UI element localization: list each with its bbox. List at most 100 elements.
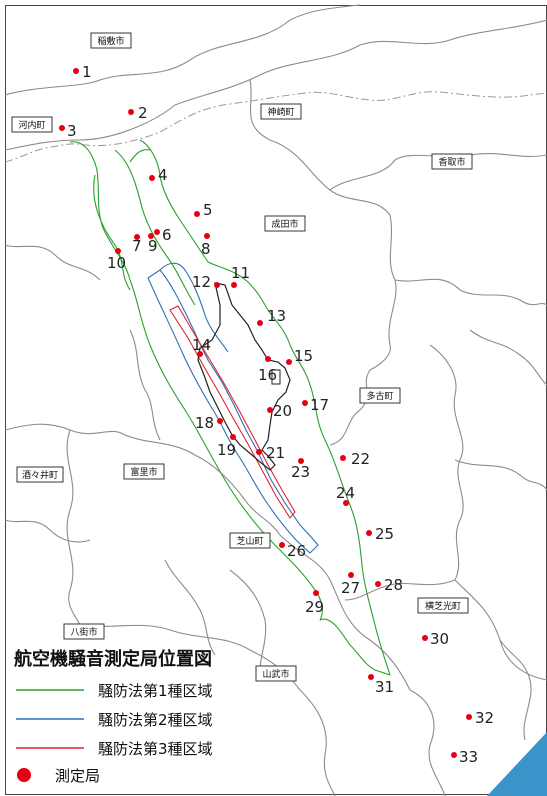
svg-text:24: 24 bbox=[336, 484, 355, 502]
station-5[interactable]: 5 bbox=[194, 201, 213, 219]
station-27[interactable]: 27 bbox=[341, 572, 360, 597]
station-3[interactable]: 3 bbox=[59, 122, 77, 140]
zone-1-boundary bbox=[69, 139, 391, 676]
svg-text:3: 3 bbox=[67, 122, 77, 140]
svg-text:稲敷市: 稲敷市 bbox=[97, 35, 124, 47]
svg-text:2: 2 bbox=[138, 104, 148, 122]
station-12[interactable]: 12 bbox=[192, 273, 220, 291]
svg-text:富里市: 富里市 bbox=[130, 466, 157, 478]
svg-text:酒々井町: 酒々井町 bbox=[22, 469, 58, 481]
svg-text:30: 30 bbox=[430, 630, 449, 648]
svg-text:27: 27 bbox=[341, 579, 360, 597]
svg-text:1: 1 bbox=[82, 63, 92, 81]
svg-text:多古町: 多古町 bbox=[366, 390, 393, 402]
svg-text:21: 21 bbox=[266, 444, 285, 462]
station-10[interactable]: 10 bbox=[107, 248, 126, 272]
svg-text:6: 6 bbox=[162, 226, 172, 244]
muni-narita: 成田市 bbox=[264, 215, 306, 232]
municipality-labels: 稲敷市 神崎町 河内町 香取市 成田市 多古町 酒々井町 富里市 芝山町 八街市… bbox=[11, 32, 473, 682]
station-16[interactable]: 16 bbox=[258, 356, 277, 384]
svg-text:26: 26 bbox=[287, 542, 306, 560]
station-30[interactable]: 30 bbox=[422, 630, 449, 648]
station-32[interactable]: 32 bbox=[466, 709, 494, 727]
svg-text:18: 18 bbox=[195, 414, 214, 432]
svg-text:12: 12 bbox=[192, 273, 211, 291]
legend-item-zone-3: 騒防法第3種区域 bbox=[16, 740, 213, 758]
muni-yachimata: 八街市 bbox=[63, 623, 105, 640]
svg-text:騒防法第1種区域: 騒防法第1種区域 bbox=[98, 682, 213, 700]
municipal-boundaries bbox=[4, 4, 547, 796]
svg-text:13: 13 bbox=[267, 307, 286, 325]
svg-text:4: 4 bbox=[158, 166, 168, 184]
station-25[interactable]: 25 bbox=[366, 525, 394, 543]
station-23[interactable]: 23 bbox=[291, 458, 310, 481]
svg-text:八街市: 八街市 bbox=[70, 626, 97, 638]
svg-text:25: 25 bbox=[375, 525, 394, 543]
station-8[interactable]: 8 bbox=[201, 233, 211, 258]
station-24[interactable]: 24 bbox=[336, 484, 355, 506]
corner-triangle bbox=[487, 732, 547, 796]
station-29[interactable]: 29 bbox=[305, 590, 324, 616]
svg-text:19: 19 bbox=[217, 441, 236, 459]
station-7[interactable]: 7 bbox=[132, 234, 142, 255]
station-6[interactable]: 6 bbox=[154, 226, 172, 244]
muni-inashiki: 稲敷市 bbox=[90, 32, 132, 49]
svg-text:28: 28 bbox=[384, 576, 403, 594]
muni-kozaki: 神崎町 bbox=[260, 103, 302, 120]
muni-shisui: 酒々井町 bbox=[16, 466, 64, 483]
muni-shibayama: 芝山町 bbox=[229, 532, 271, 549]
station-17[interactable]: 17 bbox=[302, 396, 329, 414]
station-13[interactable]: 13 bbox=[257, 307, 286, 326]
svg-text:香取市: 香取市 bbox=[438, 156, 465, 168]
muni-sammu: 山武市 bbox=[255, 665, 297, 682]
station-9[interactable]: 9 bbox=[148, 233, 158, 255]
svg-text:河内町: 河内町 bbox=[18, 119, 45, 131]
svg-text:5: 5 bbox=[203, 201, 213, 219]
station-22[interactable]: 22 bbox=[340, 450, 370, 468]
legend-title: 航空機騒音測定局位置図 bbox=[14, 648, 212, 670]
station-4[interactable]: 4 bbox=[149, 166, 168, 184]
svg-text:15: 15 bbox=[294, 347, 313, 365]
svg-text:測定局: 測定局 bbox=[55, 767, 100, 785]
svg-text:神崎町: 神崎町 bbox=[267, 106, 294, 118]
muni-kawachi: 河内町 bbox=[11, 116, 53, 133]
muni-yokoshibahikari: 横芝光町 bbox=[417, 597, 469, 614]
svg-text:22: 22 bbox=[351, 450, 370, 468]
airport-building bbox=[271, 369, 281, 385]
station-18[interactable]: 18 bbox=[195, 414, 223, 432]
station-11[interactable]: 11 bbox=[231, 264, 250, 288]
svg-text:横芝光町: 横芝光町 bbox=[425, 600, 461, 612]
muni-katori: 香取市 bbox=[431, 153, 473, 170]
station-15[interactable]: 15 bbox=[286, 347, 313, 365]
svg-text:8: 8 bbox=[201, 240, 211, 258]
station-19[interactable]: 19 bbox=[217, 434, 236, 459]
prefecture-boundary bbox=[4, 91, 547, 163]
legend-item-station: 測定局 bbox=[17, 767, 100, 785]
svg-text:成田市: 成田市 bbox=[271, 218, 298, 230]
svg-text:32: 32 bbox=[475, 709, 494, 727]
svg-text:16: 16 bbox=[258, 366, 277, 384]
station-33[interactable]: 33 bbox=[451, 748, 478, 766]
svg-text:7: 7 bbox=[132, 237, 142, 255]
station-31[interactable]: 31 bbox=[368, 674, 394, 696]
station-21[interactable]: 21 bbox=[256, 444, 285, 462]
station-2[interactable]: 2 bbox=[128, 104, 148, 122]
muni-tomisato: 富里市 bbox=[123, 463, 165, 480]
svg-text:33: 33 bbox=[459, 748, 478, 766]
legend-item-zone-1: 騒防法第1種区域 bbox=[16, 682, 213, 700]
svg-text:31: 31 bbox=[375, 678, 394, 696]
svg-text:騒防法第3種区域: 騒防法第3種区域 bbox=[98, 740, 213, 758]
airport-boundary bbox=[197, 282, 291, 471]
svg-text:11: 11 bbox=[231, 264, 250, 282]
station-1[interactable]: 1 bbox=[73, 63, 92, 81]
svg-text:10: 10 bbox=[107, 254, 126, 272]
svg-text:23: 23 bbox=[291, 463, 310, 481]
station-14[interactable]: 14 bbox=[192, 336, 211, 357]
station-26[interactable]: 26 bbox=[279, 542, 306, 560]
svg-text:山武市: 山武市 bbox=[262, 668, 289, 680]
station-28[interactable]: 28 bbox=[375, 576, 403, 594]
station-20[interactable]: 20 bbox=[267, 402, 292, 420]
stations: 1 2 3 4 5 6 7 8 9 10 11 12 13 14 15 16 1… bbox=[59, 63, 494, 766]
